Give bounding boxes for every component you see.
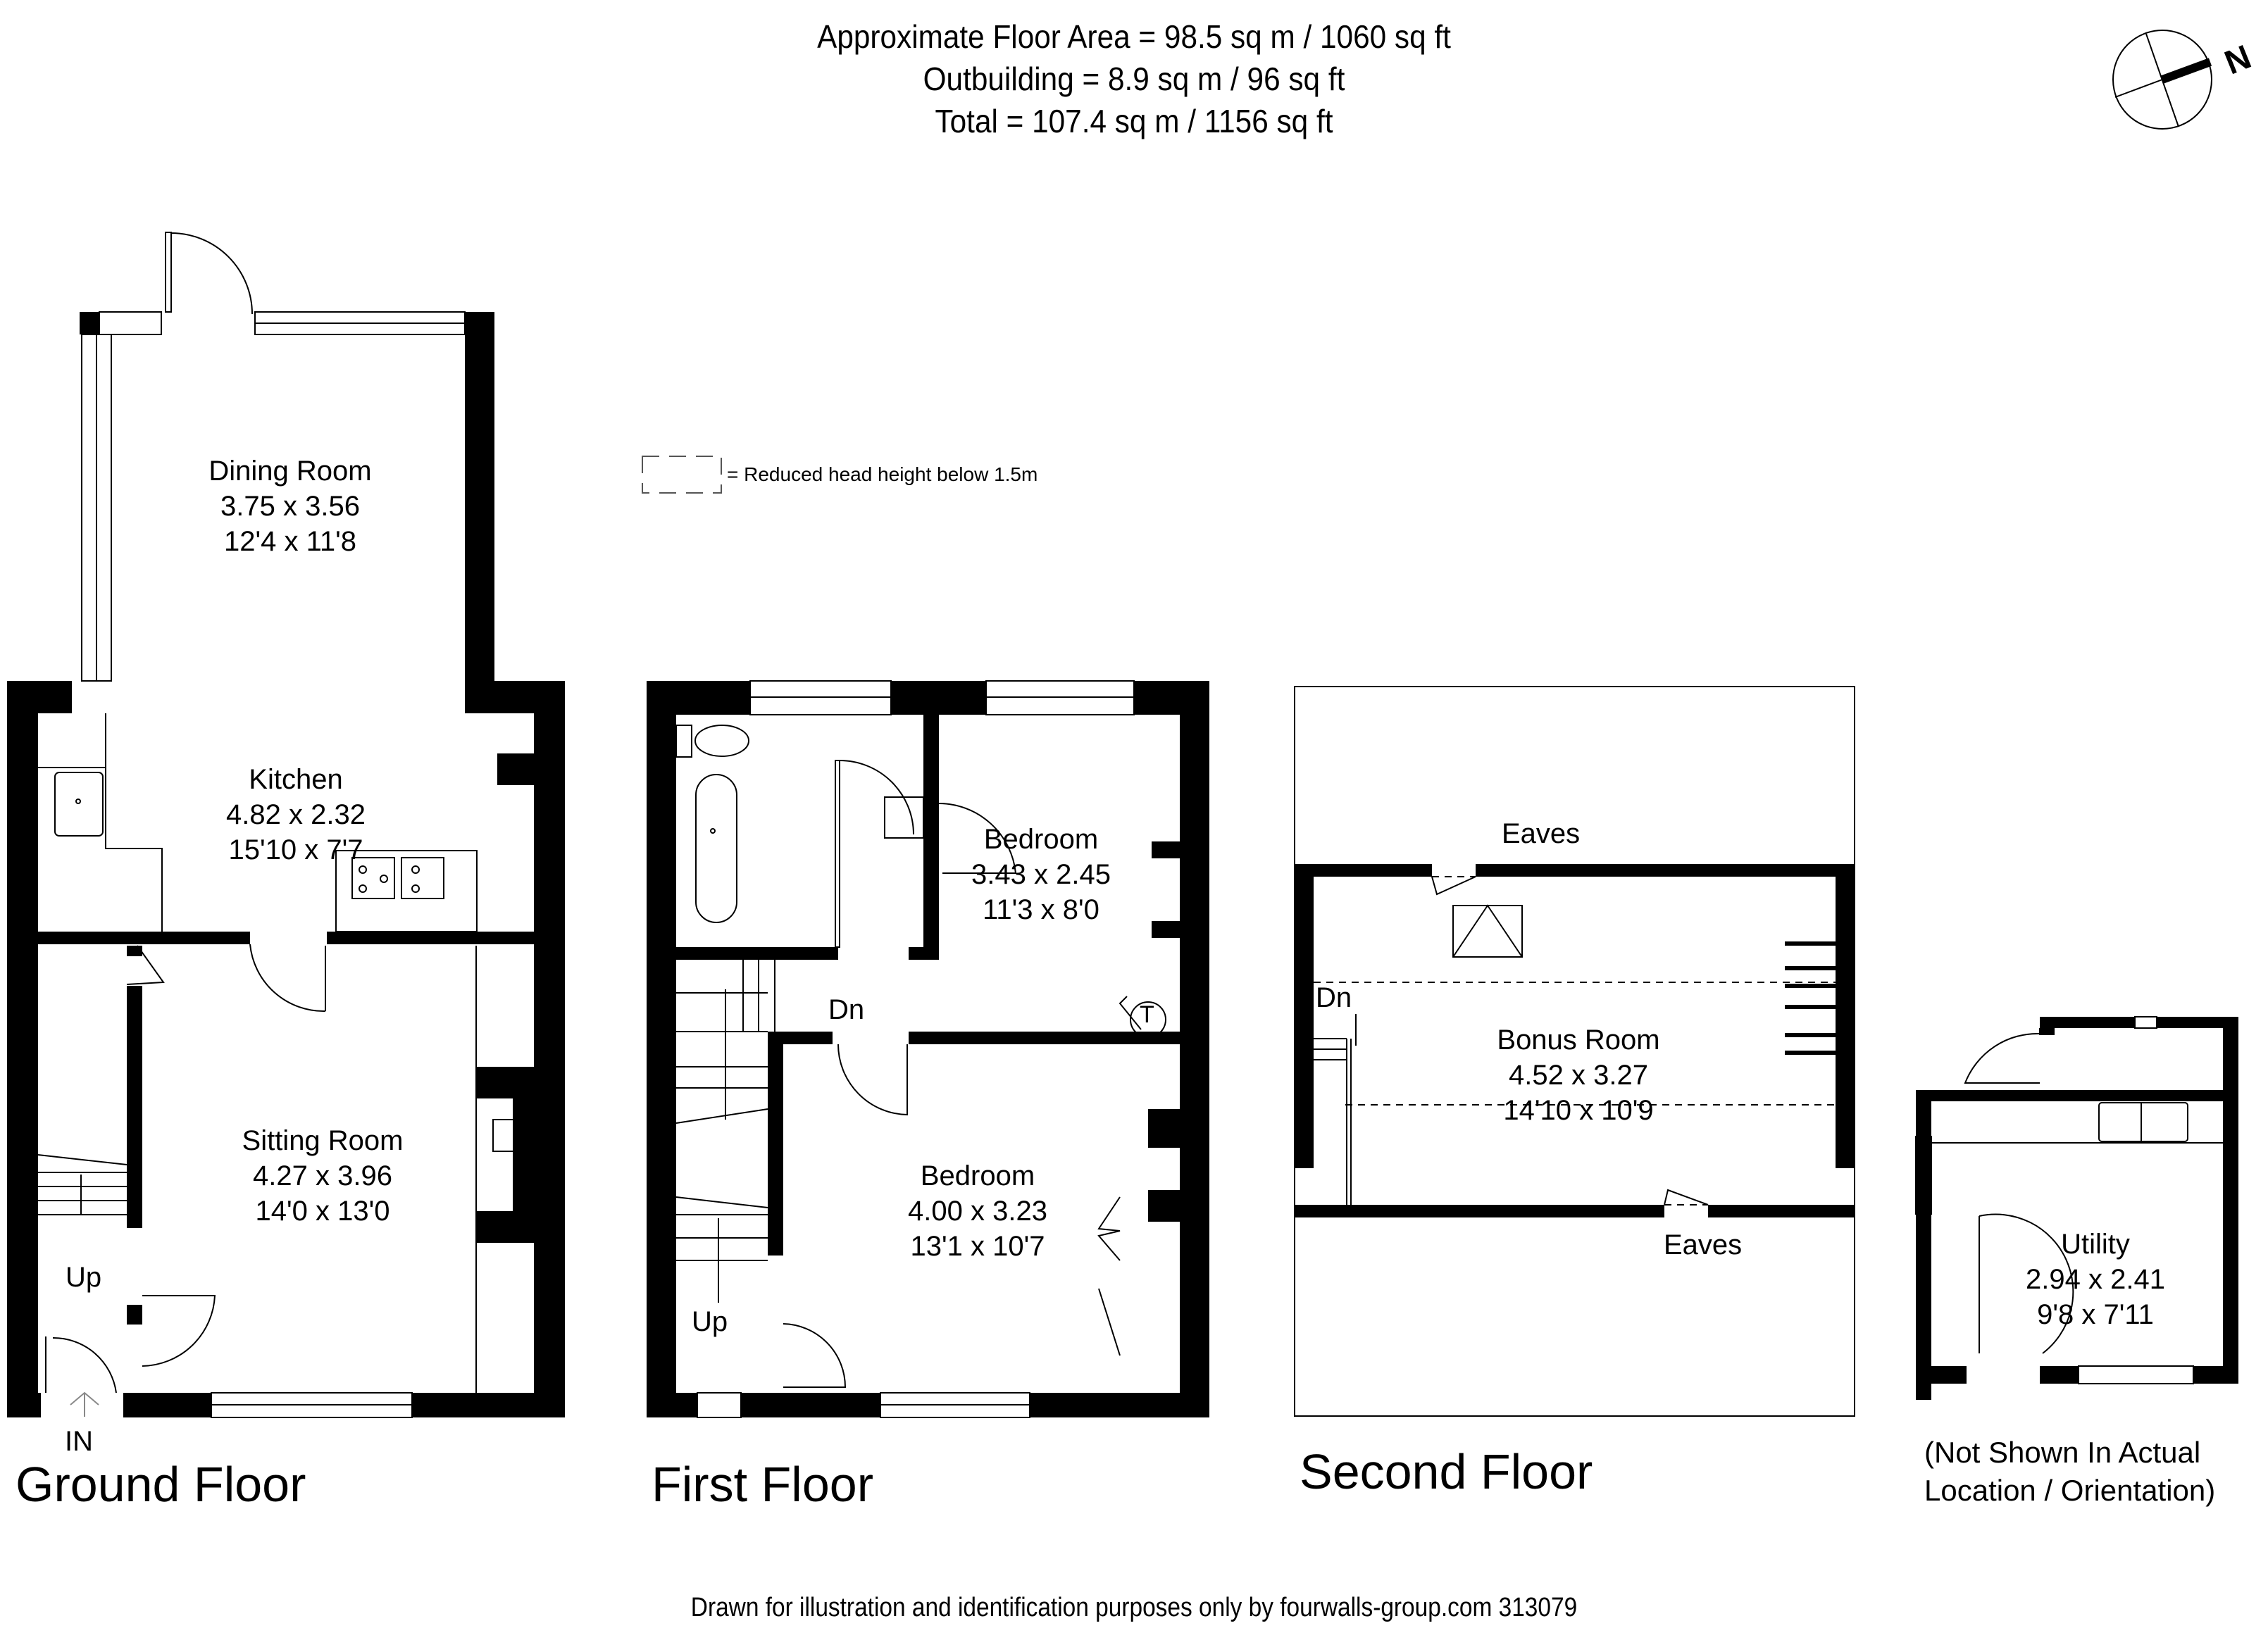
entrance-label: IN bbox=[65, 1426, 93, 1457]
room-dining-room: Dining Room 3.75 x 3.56 12'4 x 11'8 bbox=[208, 456, 372, 557]
room-bedroom-large: Bedroom 4.00 x 3.23 13'1 x 10'7 bbox=[908, 1160, 1047, 1262]
room-bedroom-small: Bedroom 3.43 x 2.45 11'3 x 8'0 bbox=[971, 824, 1111, 925]
north-compass-icon bbox=[2112, 30, 2212, 130]
room-bonus-room: Bonus Room 4.52 x 3.27 14'10 x 10'9 bbox=[1497, 1025, 1660, 1126]
second-floor-cupboards bbox=[1785, 941, 1836, 1055]
outbuilding-area: Outbuilding = 8.9 sq m / 96 sq ft bbox=[923, 61, 1345, 97]
second-floor-lines bbox=[1314, 876, 1836, 1206]
second-floor-title: Second Floor bbox=[1300, 1444, 1593, 1499]
first-floor-title: First Floor bbox=[652, 1457, 873, 1512]
ground-floor-lines bbox=[37, 232, 513, 1418]
legend-reduced-head-height: = Reduced head height below 1.5m bbox=[727, 463, 1038, 485]
stairs-down-label: Dn bbox=[828, 994, 865, 1025]
ground-floor-walls bbox=[7, 312, 565, 1417]
first-floor-lines bbox=[675, 680, 1166, 1418]
dashed-box-icon bbox=[642, 456, 722, 494]
stairs-up-label-first: Up bbox=[692, 1306, 728, 1337]
first-floor-walls bbox=[647, 681, 1209, 1417]
second-floor-walls bbox=[1295, 864, 1855, 1217]
tank-label: T bbox=[1140, 1001, 1154, 1028]
outbuilding-lines bbox=[1915, 1016, 2223, 1384]
disclaimer-footer: Drawn for illustration and identificatio… bbox=[690, 1593, 1578, 1622]
stairs-up-label: Up bbox=[66, 1262, 102, 1293]
total-area: Total = 107.4 sq m / 1156 sq ft bbox=[935, 103, 1333, 139]
room-sitting-room: Sitting Room 4.27 x 3.96 14'0 x 13'0 bbox=[242, 1125, 404, 1227]
outbuilding-note: (Not Shown In Actual Location / Orientat… bbox=[1924, 1436, 2216, 1507]
room-kitchen: Kitchen 4.82 x 2.32 15'10 x 7'7 bbox=[226, 764, 366, 865]
eaves-bottom-label: Eaves bbox=[1664, 1229, 1743, 1260]
ground-floor-title: Ground Floor bbox=[15, 1457, 306, 1512]
eaves-top-label: Eaves bbox=[1502, 818, 1581, 849]
approx-floor-area: Approximate Floor Area = 98.5 sq m / 106… bbox=[817, 18, 1451, 55]
room-utility: Utility 2.94 x 2.41 9'8 x 7'11 bbox=[2026, 1229, 2165, 1330]
floor-area-summary: Approximate Floor Area = 98.5 sq m / 106… bbox=[91, 15, 2177, 142]
outbuilding-walls bbox=[1916, 1017, 2238, 1400]
stairs-down-label-second: Dn bbox=[1316, 982, 1352, 1013]
